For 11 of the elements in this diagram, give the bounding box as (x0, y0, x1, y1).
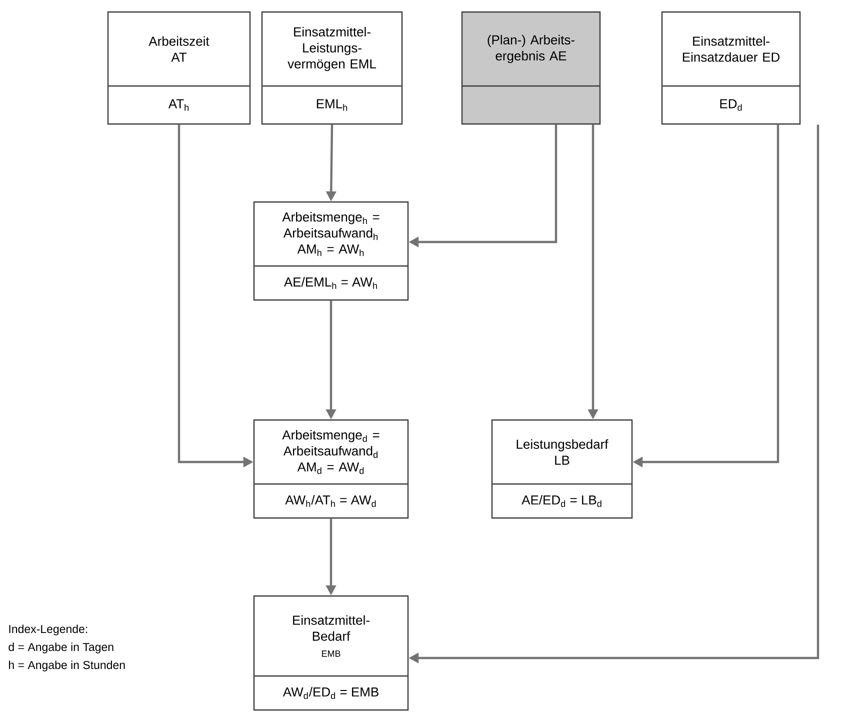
process-box: Arbeitszeit AT AT$_{h}$ (107, 11, 251, 125)
process-box: Einsatzmittel-Leistungs-vermögen EML EML$_{h}$ (261, 11, 403, 125)
legend-note: d = Angabe in Tagen (8, 642, 114, 654)
process-box: Einsatzmittel-Einsatzdauer ED ED$_{d}$ (661, 11, 801, 125)
process-box: Einsatzmittel-Bedarf EMB AW$_{d}$/ED$_{d}$ = EMB (253, 595, 409, 711)
process-box: Arbeitsmenge$_{d}$ = Arbeitsaufwand$_{d}$ AM$_{d}$ = AW$_{d}$ AW$_{h}$/AT$_{h}$ = AW$_{d}$ (253, 419, 409, 519)
process-box: Leistungsbedarf LB AE/ED$_{d}$ = LB$_{d}$ (491, 419, 633, 519)
legend-note: Index-Legende: (9, 624, 88, 636)
process-box: Arbeitsmenge$_{h}$ = Arbeitsaufwand$_{h}$ AM$_{h}$ = AW$_{h}$ AE/EML$_{h}$ = AW$_{h}$ (253, 201, 409, 301)
legend-note: h = Angabe in Stunden (9, 660, 125, 672)
process-box: (Plan-) Arbeits-ergebnis AE (461, 11, 601, 125)
